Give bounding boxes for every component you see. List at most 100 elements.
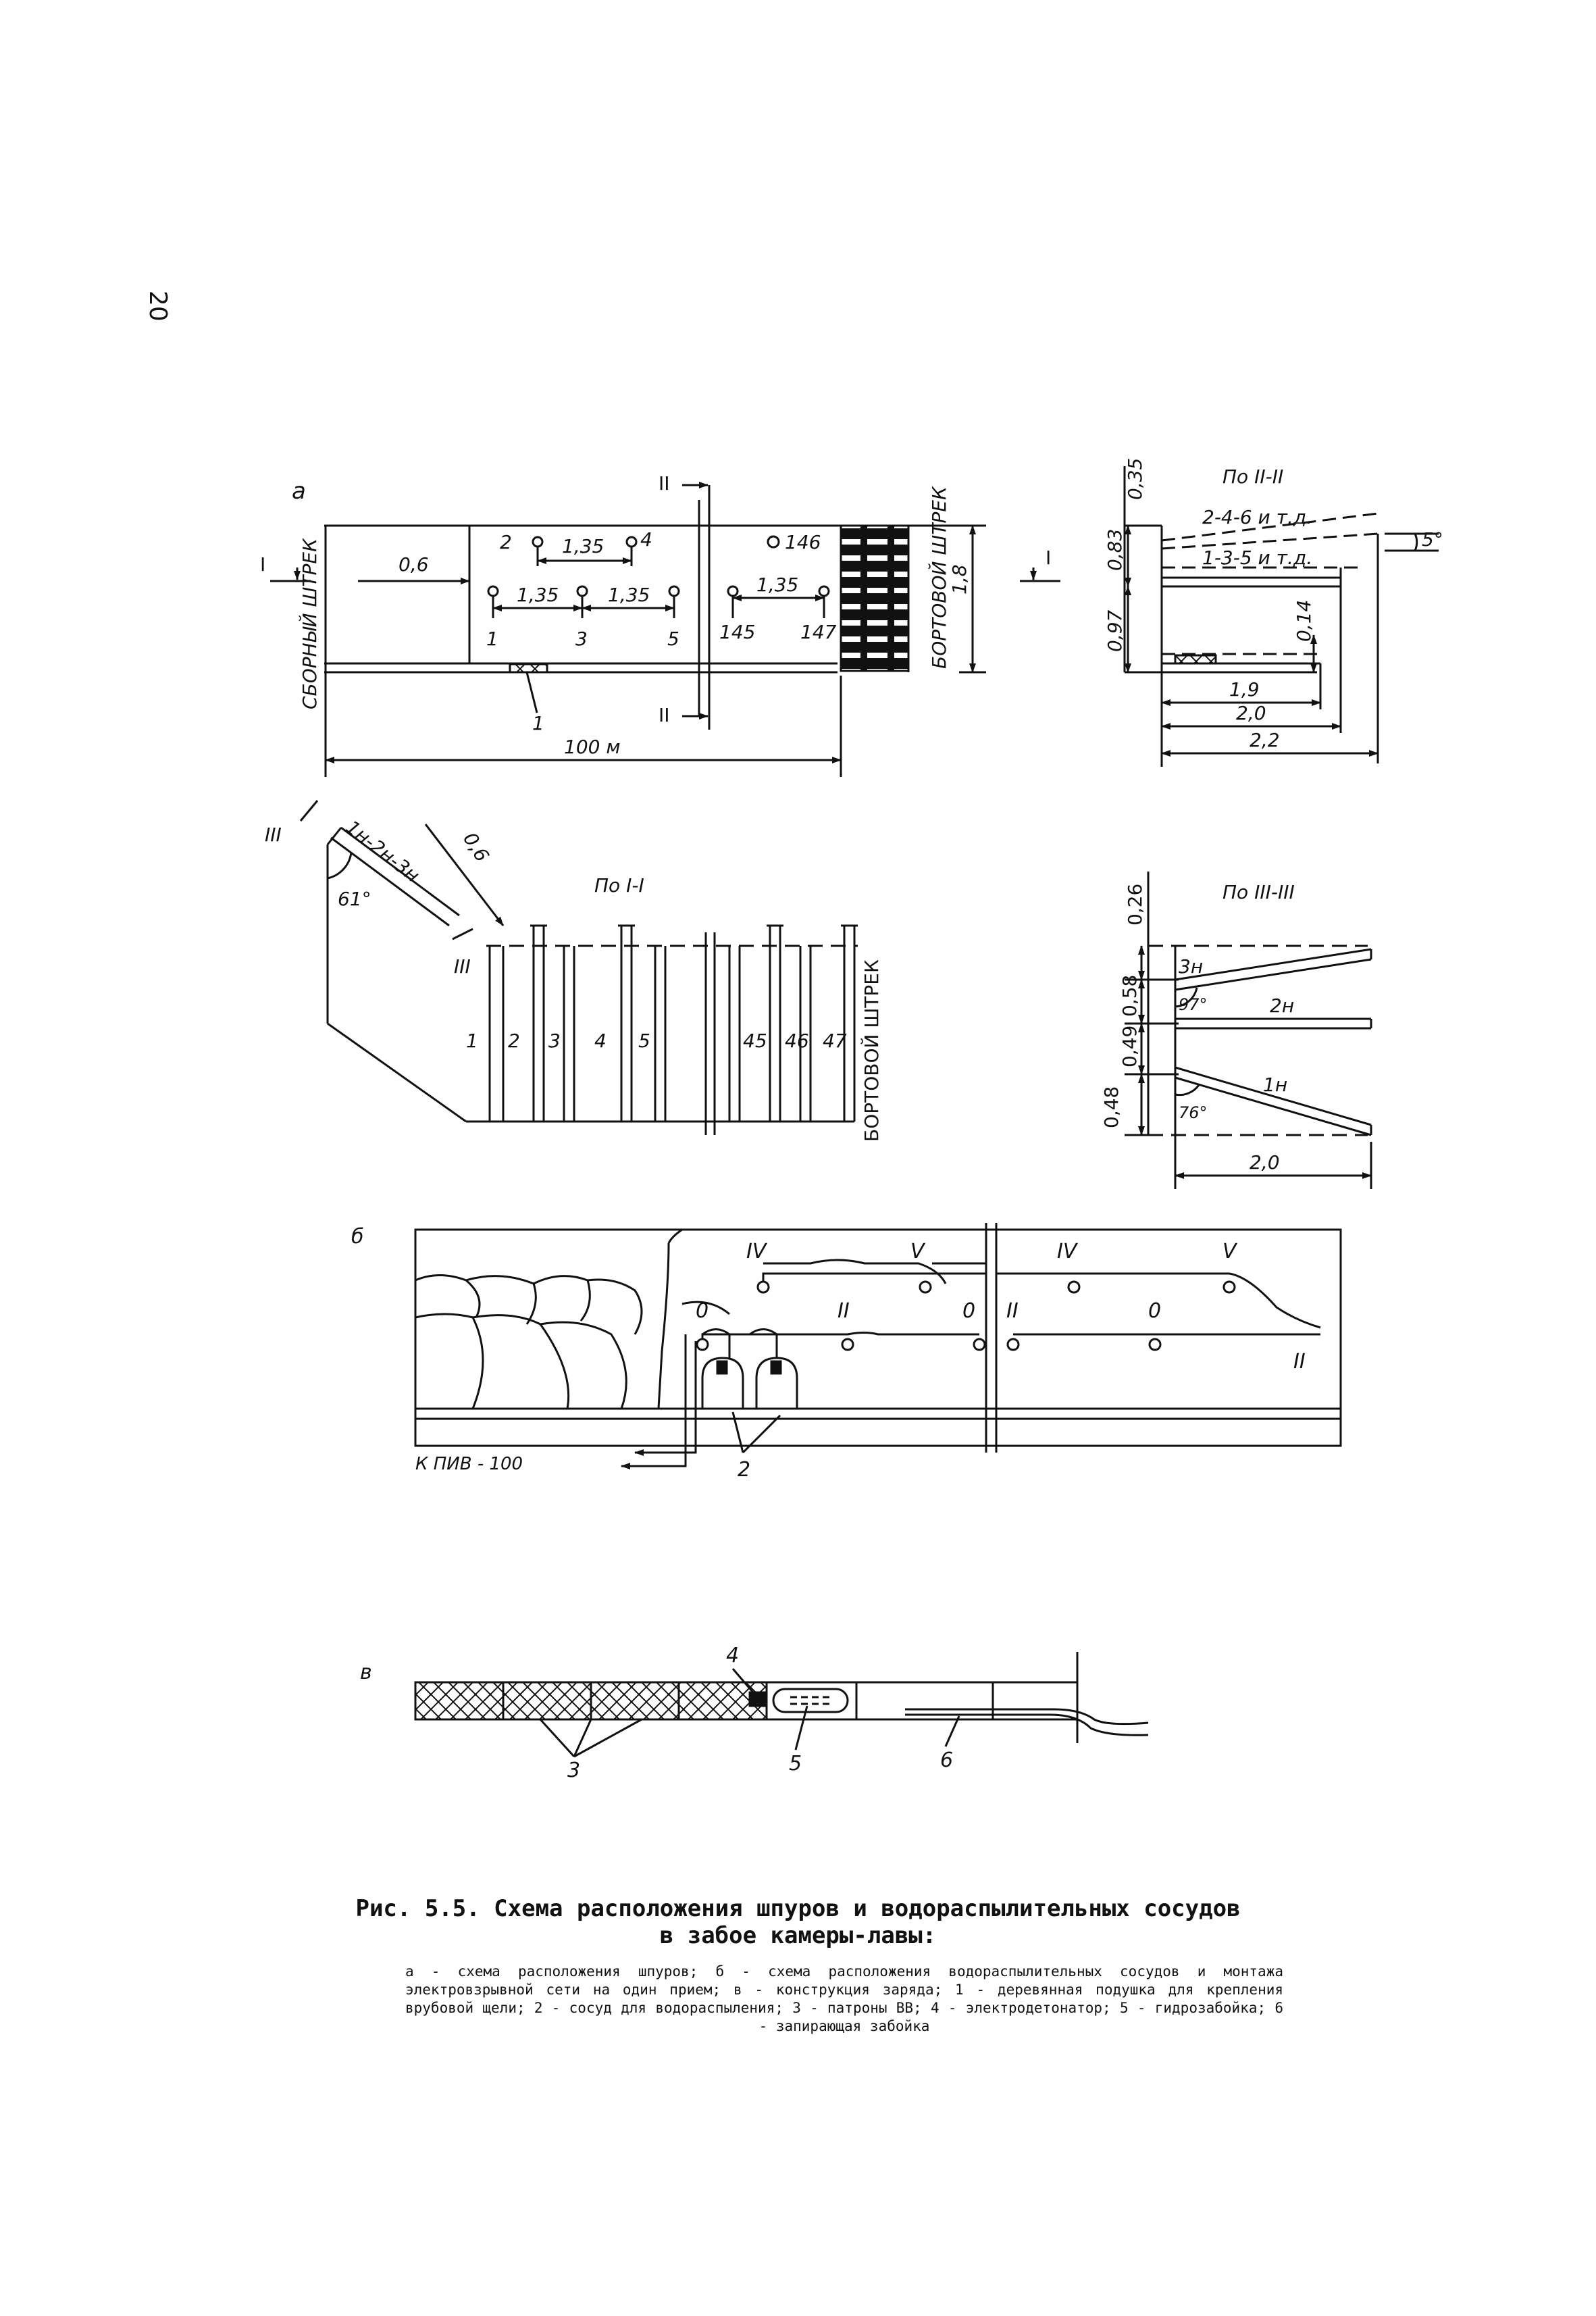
panel-label-a: а <box>292 478 306 505</box>
section-III-III-labels: По III-III 3н 2н 1н 97° 76° 0,26 0,58 0,… <box>1100 881 1295 1174</box>
section-II-II <box>1123 466 1439 767</box>
hole-1n: 1н <box>1263 1074 1287 1096</box>
dim-026: 0,26 <box>1124 884 1146 926</box>
caption-line-2: в забое камеры-лавы: <box>659 1922 937 1949</box>
hole-145: 145 <box>719 621 755 643</box>
dim-offset-label: 0,6 <box>398 553 429 576</box>
item-5-label: 5 <box>789 1752 802 1776</box>
caption-title: Рис. 5.5. Схема расположения шпуров и во… <box>0 1895 1596 1949</box>
left-drift-label: СБОРНЫЙ ШТРЕК <box>298 538 321 709</box>
hole-label-45: 45 <box>743 1030 767 1052</box>
section-II-title: По II-II <box>1222 465 1283 488</box>
hole-label-5: 5 <box>638 1030 650 1052</box>
water-vessel-1 <box>701 1357 744 1409</box>
page-number: 20 <box>144 291 172 322</box>
dim-spacing-4: 1,35 <box>756 574 798 596</box>
label-odd-holes: 1-3-5 и т.д. <box>1202 547 1312 569</box>
item-1-label: 1 <box>532 712 544 734</box>
line-label-piv: К ПИВ - 100 <box>415 1454 523 1474</box>
item-6-label: 6 <box>940 1748 953 1772</box>
hole-label-47: 47 <box>823 1030 847 1052</box>
holes-section-I <box>488 924 858 1135</box>
dim-spacing-3: 1,35 <box>608 584 650 606</box>
detonator <box>748 1691 768 1707</box>
dim-014: 0,14 <box>1293 600 1315 642</box>
hole-5: 5 <box>667 628 679 650</box>
label-even-holes: 2-4-6 и т.д. <box>1202 506 1312 528</box>
item-2-label: 2 <box>738 1458 750 1482</box>
label-0-3: 0 <box>1148 1299 1161 1323</box>
dim-length-label: 100 м <box>564 736 620 758</box>
panel-b-labels: IV V IV V 0 II 0 II 0 II К ПИВ - 100 2 <box>415 1240 1306 1482</box>
hydro-stemming <box>772 1688 849 1713</box>
panel-a-labels: СБОРНЫЙ ШТРЕК БОРТОВОЙ ШТРЕК 1,8 0,6 1,3… <box>260 472 1051 758</box>
hole-3: 3 <box>575 628 588 650</box>
label-II-3: II <box>1293 1350 1306 1374</box>
label-IV-2: IV <box>1057 1240 1079 1263</box>
panel-b-scheme: б <box>351 1223 1342 1469</box>
dim-048: 0,48 <box>1100 1086 1123 1128</box>
caption-legend: а - схема расположения шпуров; б - схема… <box>405 1963 1283 2034</box>
panel-label-b: б <box>351 1225 364 1249</box>
dim-035: 0,35 <box>1124 458 1146 500</box>
hole-146: 146 <box>785 531 821 553</box>
section-mark-II-top: II <box>659 472 670 495</box>
section-III-III <box>1125 872 1372 1189</box>
hole-label-2: 2 <box>508 1030 520 1052</box>
hole-2: 2 <box>500 531 512 553</box>
hole-label-4: 4 <box>594 1030 607 1052</box>
section-mark-I-left: I <box>260 553 265 576</box>
section-mark-I-right: I <box>1046 547 1051 569</box>
dim-20: 2,0 <box>1236 702 1266 724</box>
panel-v-charge: в <box>360 1652 1149 1758</box>
dim-049: 0,49 <box>1118 1026 1141 1067</box>
dim-spacing-2: 1,35 <box>517 584 559 606</box>
dim-083: 0,83 <box>1104 529 1126 571</box>
section-mark-II-bottom: II <box>659 704 670 726</box>
dim-spacing-1: 1,35 <box>562 535 604 557</box>
dim-20-III: 2,0 <box>1250 1151 1280 1174</box>
hole-label-1: 1 <box>466 1030 478 1052</box>
dim-058: 0,58 <box>1118 975 1141 1017</box>
item-4-label: 4 <box>726 1644 739 1667</box>
right-drift-label: БОРТОВОЙ ШТРЕК <box>927 486 950 669</box>
panel-v-labels: 3 4 5 6 <box>567 1644 953 1782</box>
hole-1: 1 <box>486 628 498 650</box>
section-III-title: По III-III <box>1222 881 1295 903</box>
caption-line-1: Рис. 5.5. Схема расположения шпуров и во… <box>355 1895 1241 1922</box>
panel-a-plan: а <box>270 478 1060 777</box>
label-V-1: V <box>910 1240 926 1263</box>
label-V-2: V <box>1222 1240 1238 1263</box>
label-0-1: 0 <box>696 1299 709 1323</box>
dim-19: 1,9 <box>1229 678 1260 701</box>
mark-III-bottom: III <box>454 955 471 978</box>
label-IV-1: IV <box>746 1240 768 1263</box>
right-drift-label-I: БОРТОВОЙ ШТРЕК <box>860 959 883 1142</box>
section-I-I <box>299 800 858 1135</box>
dim-097: 0,97 <box>1104 609 1126 652</box>
dim-22: 2,2 <box>1250 729 1280 751</box>
section-II-II-labels: По II-II 2-4-6 и т.д. 1-3-5 и т.д. 5° 0,… <box>1104 458 1443 751</box>
hole-label-3: 3 <box>548 1030 561 1052</box>
hole-3n: 3н <box>1179 955 1203 978</box>
wooden-pad <box>509 663 548 674</box>
panel-label-v: в <box>360 1661 372 1684</box>
angle-97: 97° <box>1179 995 1208 1014</box>
angle-5: 5° <box>1422 528 1443 551</box>
label-II-1: II <box>838 1299 850 1323</box>
hole-4: 4 <box>640 528 652 551</box>
angle-76: 76° <box>1179 1103 1208 1122</box>
hole-2n: 2н <box>1270 995 1294 1017</box>
right-drift-wall <box>840 524 910 672</box>
dim-06-label: 0,6 <box>459 828 494 865</box>
angle-61: 61° <box>338 888 371 910</box>
dim-height-label: 1,8 <box>948 564 971 595</box>
hole-label-46: 46 <box>785 1030 809 1052</box>
item-3-label: 3 <box>567 1759 580 1782</box>
mark-III-top: III <box>265 824 282 846</box>
label-0-2: 0 <box>962 1299 975 1323</box>
section-I-title: По I-I <box>594 874 644 897</box>
hole-147: 147 <box>800 621 837 643</box>
